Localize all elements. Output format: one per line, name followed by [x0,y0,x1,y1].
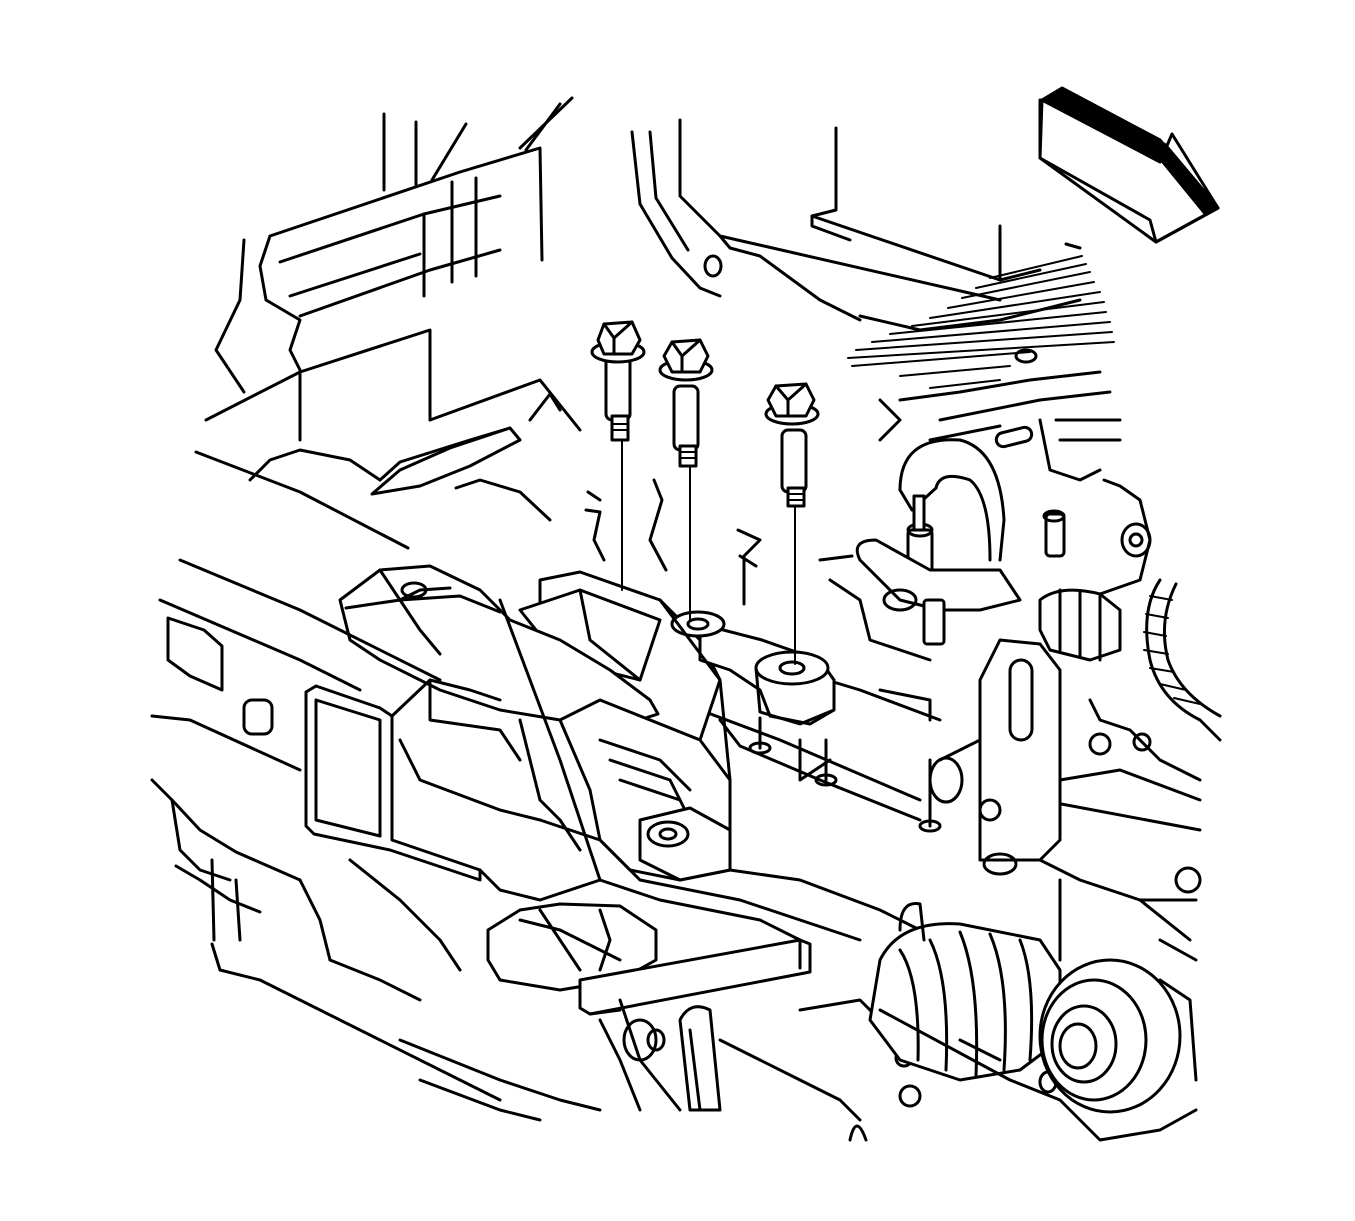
mount-bolt-1 [590,320,646,591]
engine-bracket-right [928,638,1202,894]
crossmember [398,818,1058,1142]
frame-rail-left [150,558,502,1102]
sensor-clamp [818,494,1022,662]
mount-bolt-2 [658,338,714,621]
mount-bolt-3 [764,382,820,665]
upper-frame-rail [194,96,582,550]
engine-accessories [1038,478,1222,832]
transmission-coupler [868,852,1198,1142]
crossmember-bracket [304,678,602,972]
engine-block [847,255,1122,562]
direction-arrow-icon [1038,86,1220,244]
break-marks [584,478,762,606]
body-panel [630,118,1082,322]
